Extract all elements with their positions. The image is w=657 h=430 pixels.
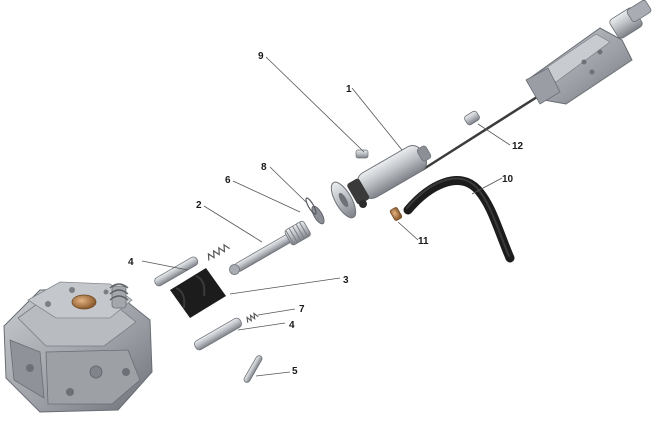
callout-7: 7 bbox=[299, 304, 305, 315]
callout-4-lower: 4 bbox=[289, 320, 295, 331]
callout-8: 8 bbox=[261, 162, 267, 173]
snap-ring-part-8 bbox=[305, 197, 317, 215]
leader-12 bbox=[477, 123, 511, 146]
callout-9: 9 bbox=[258, 51, 264, 62]
callout-1: 1 bbox=[346, 84, 352, 95]
actuator-assembly bbox=[525, 0, 652, 105]
callout-11: 11 bbox=[418, 236, 429, 247]
leader-1 bbox=[351, 87, 403, 151]
piston-rod-part-2 bbox=[229, 220, 311, 275]
callout-labels: 1 2 3 4 4 5 6 7 8 9 10 11 12 bbox=[128, 51, 524, 377]
spring-part-7 bbox=[246, 312, 259, 323]
leader-9 bbox=[265, 56, 365, 153]
bleeder-screw-part-11 bbox=[389, 207, 403, 221]
callout-5: 5 bbox=[292, 366, 298, 377]
leader-4-upper bbox=[141, 260, 189, 271]
callout-3: 3 bbox=[343, 275, 349, 286]
washer-part-6 bbox=[311, 205, 325, 225]
spring-top bbox=[207, 243, 230, 261]
boot-part-3 bbox=[170, 268, 226, 318]
cable-part-12 bbox=[421, 88, 549, 172]
leader-5 bbox=[255, 371, 291, 377]
cylinder-head bbox=[3, 281, 153, 413]
leader-11 bbox=[397, 221, 419, 241]
callout-12: 12 bbox=[512, 141, 524, 152]
leader-lines bbox=[141, 56, 511, 377]
callout-6: 6 bbox=[225, 175, 231, 186]
leader-10 bbox=[471, 177, 503, 195]
callout-10: 10 bbox=[502, 174, 514, 185]
pin-part-4-lower bbox=[194, 317, 242, 351]
dowel-pin-part-5 bbox=[243, 355, 263, 383]
leader-3 bbox=[229, 277, 341, 295]
callout-4-upper: 4 bbox=[128, 257, 134, 268]
leader-7 bbox=[257, 308, 296, 316]
callout-2: 2 bbox=[196, 200, 202, 211]
leader-6 bbox=[232, 180, 301, 213]
leader-8 bbox=[269, 166, 307, 203]
hose-part-10 bbox=[403, 176, 515, 263]
cylinder-body-part-1 bbox=[330, 145, 432, 219]
leader-2 bbox=[203, 205, 263, 243]
leader-4-lower bbox=[237, 322, 286, 331]
